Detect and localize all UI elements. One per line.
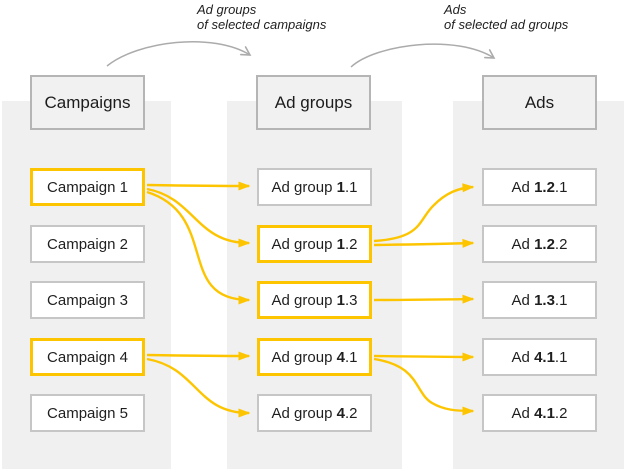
ad-4-1-1-box: Ad 4.1.1 xyxy=(482,338,597,376)
header-label: Ad groups xyxy=(274,92,353,112)
ad-1-3-1-box: Ad 1.3.1 xyxy=(482,281,597,319)
ad-4-1-2-box: Ad 4.1.2 xyxy=(482,394,597,432)
ads-header: Ads xyxy=(482,75,597,130)
campaign-3-box: Campaign 3 xyxy=(30,281,145,319)
box-label: Ad xyxy=(511,178,535,196)
ad-group-1-3-box: Ad group 1.3 xyxy=(257,281,372,319)
box-label: Ad group xyxy=(271,178,337,196)
campaigns-header: Campaigns xyxy=(30,75,145,130)
box-label: Ad group xyxy=(271,348,337,366)
ad-group-4-1-box: Ad group 4.1 xyxy=(257,338,372,376)
box-label: Campaign 5 xyxy=(47,404,128,422)
box-label: Campaign 1 xyxy=(47,178,128,196)
flow-label-line: Ads xyxy=(444,2,467,17)
campaign-5-box: Campaign 5 xyxy=(30,394,145,432)
box-label: Ad group xyxy=(271,235,337,253)
flow-arc-campaigns-to-ad-groups xyxy=(106,41,252,67)
ad-group-1-2-box: Ad group 1.2 xyxy=(257,225,372,263)
ad-group-4-2-box: Ad group 4.2 xyxy=(257,394,372,432)
ad-group-1-1-box: Ad group 1.1 xyxy=(257,168,372,206)
campaign-2-box: Campaign 2 xyxy=(30,225,145,263)
box-label: Ad xyxy=(511,291,535,309)
flow-label-ads-of-selected-ad-groups: Ads of selected ad groups xyxy=(444,2,569,32)
campaign-4-box: Campaign 4 xyxy=(30,338,145,376)
flow-label-line: Ad groups xyxy=(197,2,257,17)
flow-label-ad-groups-of-selected-campaigns: Ad groups of selected campaigns xyxy=(197,2,327,32)
header-label: Ads xyxy=(524,92,555,112)
box-label: Ad xyxy=(511,235,535,253)
campaign-1-box: Campaign 1 xyxy=(30,168,145,206)
flow-arc-ad-groups-to-ads xyxy=(350,43,496,68)
flow-label-line: of selected ad groups xyxy=(444,16,569,32)
ad-1-2-1-box: Ad 1.2.1 xyxy=(482,168,597,206)
ad-1-2-2-box: Ad 1.2.2 xyxy=(482,225,597,263)
header-label: Campaigns xyxy=(44,92,131,112)
box-label: Ad xyxy=(511,404,535,422)
box-label: Ad xyxy=(511,348,535,366)
box-label: Ad group xyxy=(271,404,337,422)
box-label: Campaign 3 xyxy=(47,291,128,309)
box-label: Campaign 2 xyxy=(47,235,128,253)
flow-label-line: of selected campaigns xyxy=(197,16,327,32)
box-label: Ad group xyxy=(271,291,337,309)
ad-groups-header: Ad groups xyxy=(256,75,371,130)
box-label: Campaign 4 xyxy=(47,348,128,366)
